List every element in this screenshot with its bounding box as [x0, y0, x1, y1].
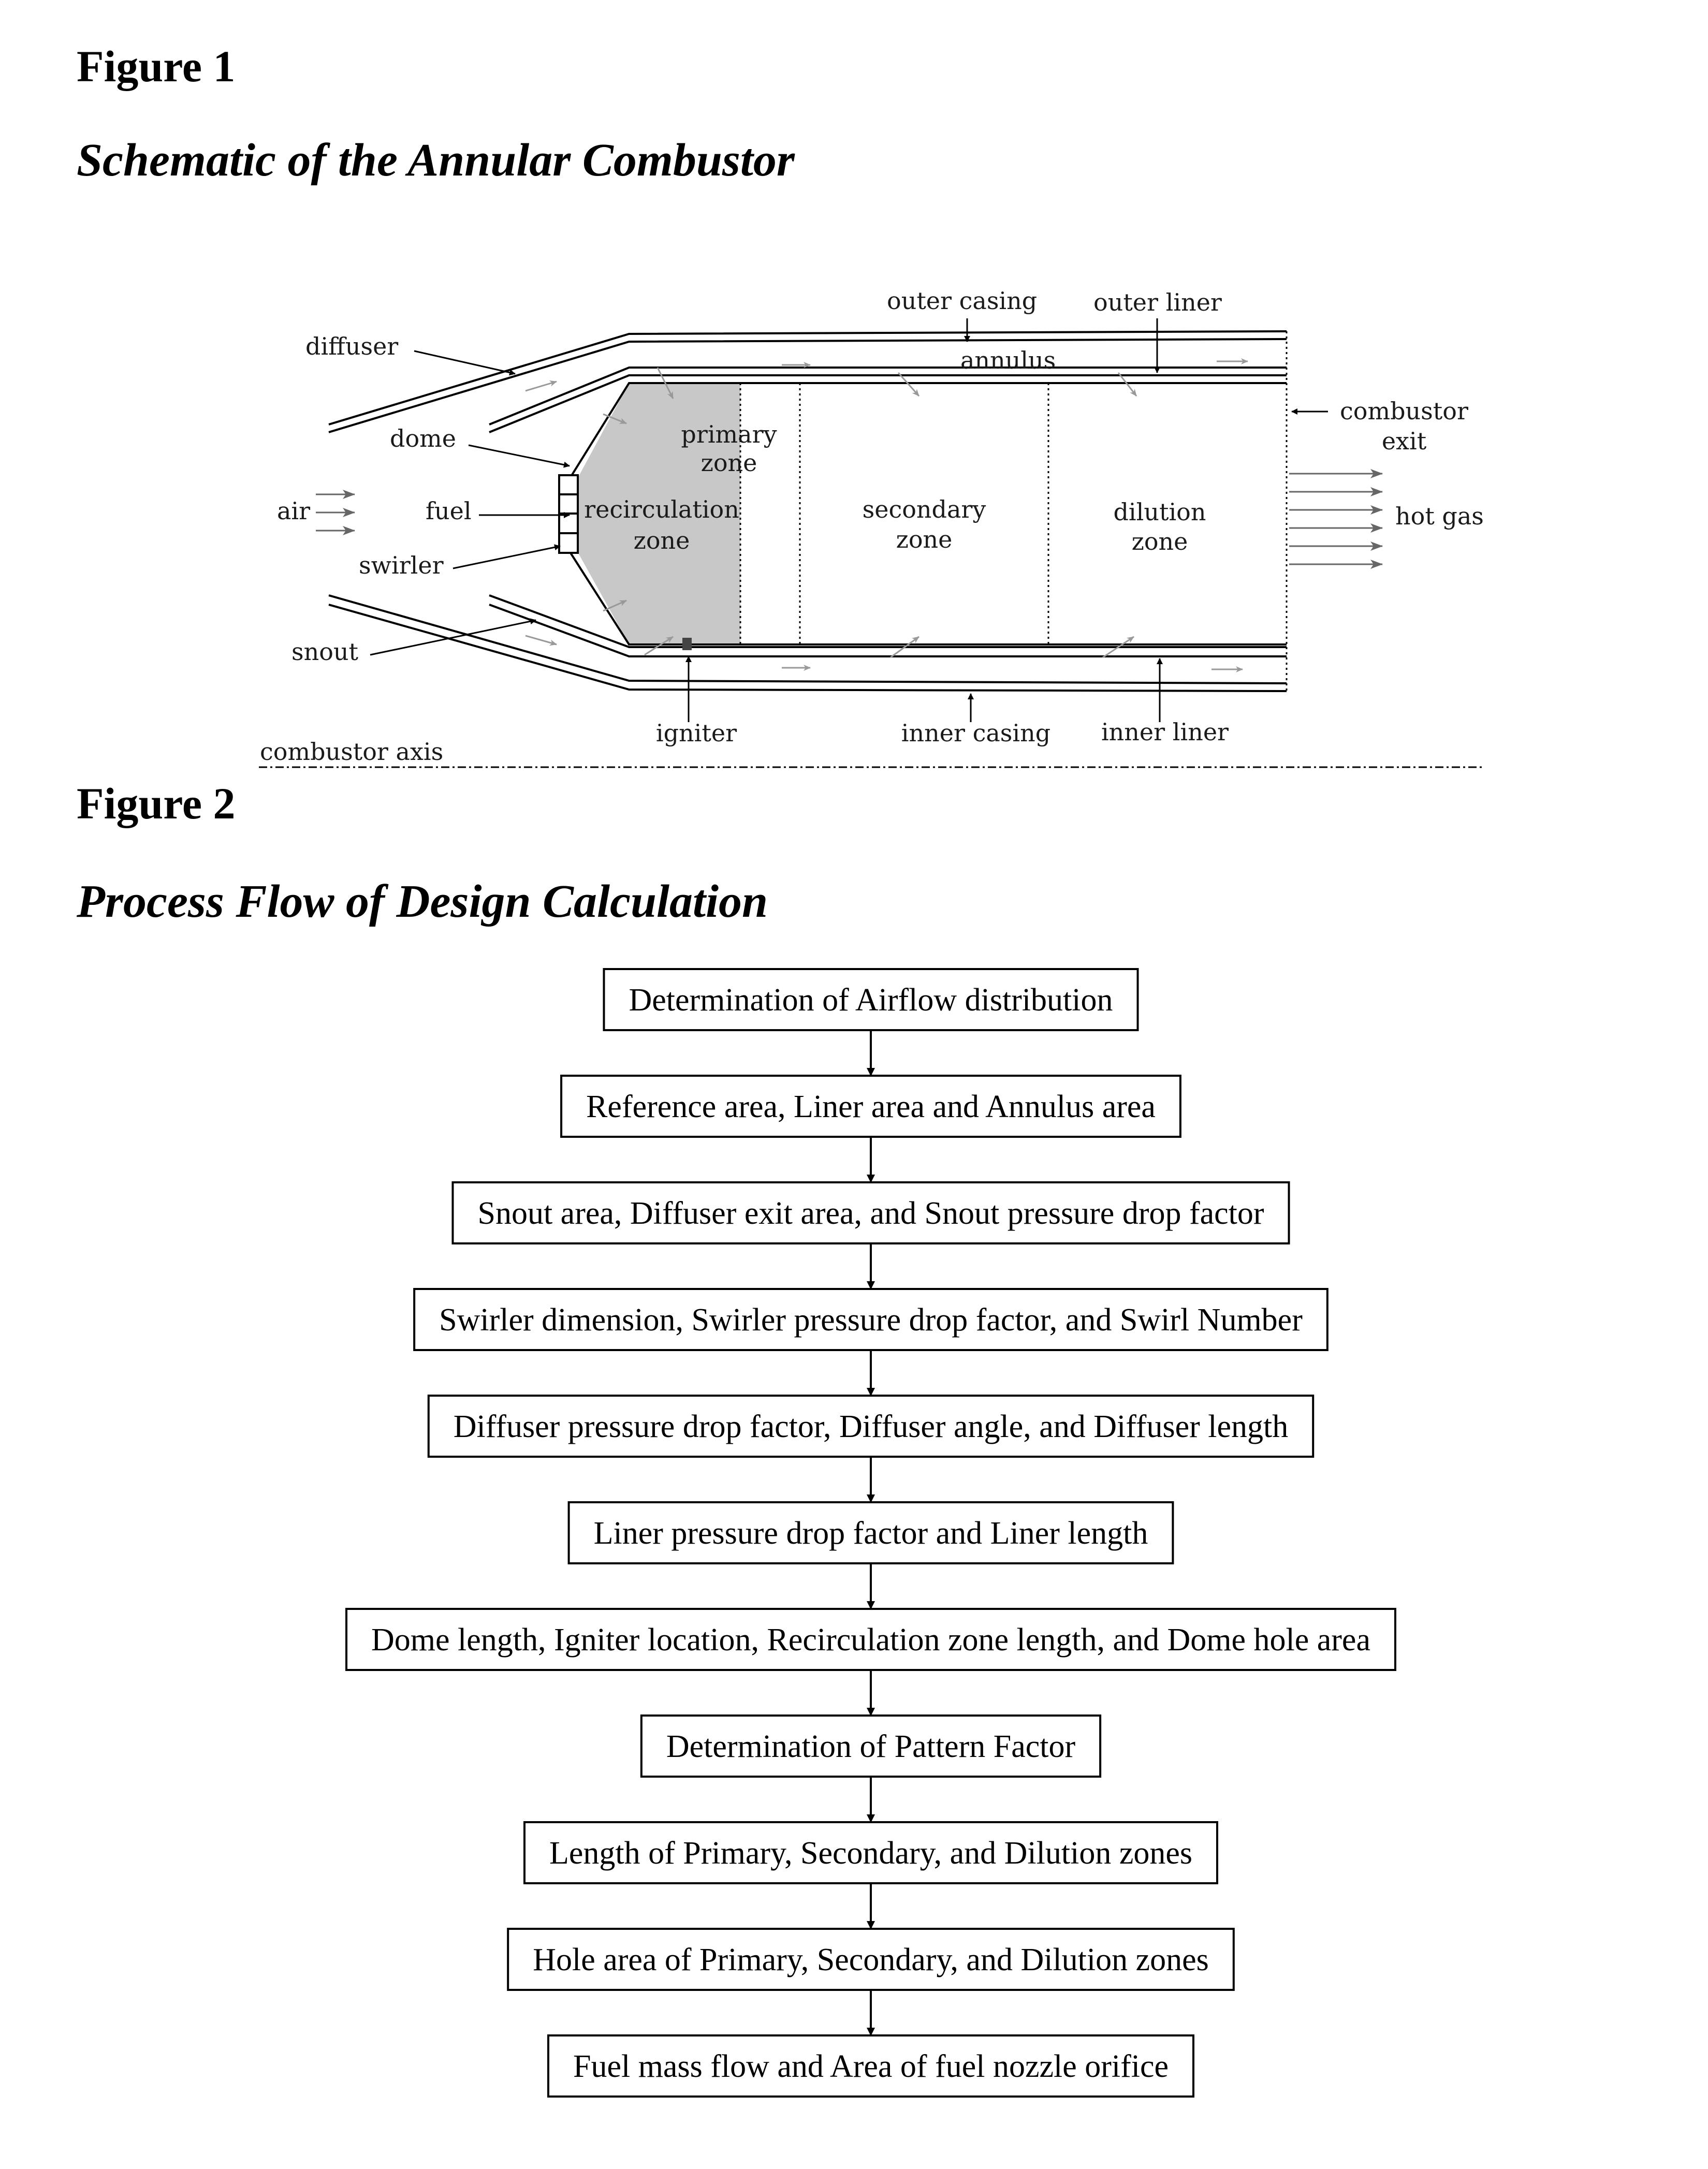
flow-step-text: Liner pressure drop factor and Liner len…: [594, 1516, 1148, 1551]
label-diffuser: diffuser: [305, 332, 398, 360]
label-combustor-axis: combustor axis: [260, 738, 443, 766]
flow-step-1: Determination of Airflow distribution: [603, 968, 1139, 1031]
swirler-block: [558, 474, 579, 554]
label-igniter: igniter: [656, 719, 737, 747]
label-dome: dome: [390, 424, 456, 452]
flow-step-box: [560, 1075, 1181, 1138]
outer-casing: [328, 330, 1287, 433]
label-secondary-zone: zone: [896, 525, 953, 553]
label-secondary: secondary: [863, 495, 986, 523]
label-recirculation: recirculation: [584, 495, 739, 523]
flow-step-10: Hole area of Primary, Secondary, and Dil…: [507, 1928, 1235, 1991]
flow-step-text: Diffuser pressure drop factor, Diffuser …: [454, 1409, 1288, 1444]
flow-step-text: Fuel mass flow and Area of fuel nozzle o…: [573, 2049, 1169, 2084]
label-outer-casing: outer casing: [887, 287, 1037, 315]
flow-step-box: [427, 1395, 1315, 1458]
flow-step-text: Swirler dimension, Swirler pressure drop…: [439, 1302, 1303, 1338]
flow-step-box: [547, 2034, 1195, 2098]
flow-step-box: [413, 1288, 1329, 1351]
flow-step-3: Snout area, Diffuser exit area, and Snou…: [451, 1181, 1290, 1244]
label-primary-zone: zone: [701, 449, 757, 477]
label-air: air: [277, 497, 310, 525]
outer-liner: [489, 367, 1287, 480]
igniter-mark: [682, 638, 692, 650]
label-dilution-zone: zone: [1132, 527, 1188, 555]
flow-step-box: [640, 1714, 1102, 1778]
figure-2-label: Figure 2: [77, 779, 236, 828]
label-combustor: combustor: [1340, 397, 1468, 425]
flow-step-text: Length of Primary, Secondary, and Diluti…: [549, 1836, 1192, 1871]
leader-arrows: [370, 318, 1328, 722]
recirculation-zone-shading: [577, 383, 740, 644]
label-primary: primary: [681, 420, 777, 448]
flow-step-box: [603, 968, 1139, 1031]
flow-step-9: Length of Primary, Secondary, and Diluti…: [523, 1821, 1218, 1884]
process-flowchart: Determination of Airflow distributionRef…: [345, 968, 1396, 2098]
figure-1-label: Figure 1: [77, 41, 236, 91]
flow-arrows: [525, 358, 1248, 672]
label-fuel: fuel: [426, 497, 472, 525]
flow-step-box: [507, 1928, 1235, 1991]
flow-step-box: [451, 1181, 1290, 1244]
flow-step-6: Liner pressure drop factor and Liner len…: [567, 1501, 1174, 1564]
flow-step-8: Determination of Pattern Factor: [640, 1714, 1102, 1778]
flow-step-text: Dome length, Igniter location, Recircula…: [371, 1622, 1370, 1658]
zone-boundaries: [739, 331, 1288, 691]
flow-step-text: Determination of Pattern Factor: [666, 1729, 1076, 1764]
label-hot-gas: hot gas: [1395, 502, 1484, 530]
flow-step-7: Dome length, Igniter location, Recircula…: [345, 1608, 1396, 1671]
label-exit: exit: [1382, 427, 1427, 455]
label-outer-liner: outer liner: [1093, 288, 1222, 316]
flow-step-text: Snout area, Diffuser exit area, and Snou…: [477, 1196, 1264, 1231]
flow-step-text: Determination of Airflow distribution: [629, 983, 1113, 1018]
flow-step-5: Diffuser pressure drop factor, Diffuser …: [427, 1395, 1315, 1458]
label-annulus: annulus: [960, 346, 1056, 374]
label-inner-casing: inner casing: [901, 719, 1050, 747]
flow-step-text: Hole area of Primary, Secondary, and Dil…: [533, 1942, 1209, 1977]
flow-step-2: Reference area, Liner area and Annulus a…: [560, 1075, 1181, 1138]
label-dilution: dilution: [1113, 498, 1206, 526]
figure-2-caption: Process Flow of Design Calculation: [77, 876, 768, 927]
flow-step-4: Swirler dimension, Swirler pressure drop…: [413, 1288, 1329, 1351]
flow-step-text: Reference area, Liner area and Annulus a…: [586, 1089, 1156, 1124]
flow-step-box: [345, 1608, 1396, 1671]
air-arrows: [316, 490, 355, 535]
label-swirler: swirler: [359, 551, 444, 579]
flow-step-box: [523, 1821, 1218, 1884]
label-snout: snout: [291, 638, 359, 666]
figure-1-caption: Schematic of the Annular Combustor: [77, 135, 795, 186]
label-recirculation-zone: zone: [634, 526, 690, 554]
flow-step-11: Fuel mass flow and Area of fuel nozzle o…: [547, 2034, 1195, 2098]
label-inner-liner: inner liner: [1101, 718, 1229, 746]
combustor-schematic: diffuser dome air fuel swirler snout com…: [259, 287, 1484, 768]
hot-gas-arrows: [1289, 469, 1383, 569]
inner-casing: [328, 594, 1287, 692]
